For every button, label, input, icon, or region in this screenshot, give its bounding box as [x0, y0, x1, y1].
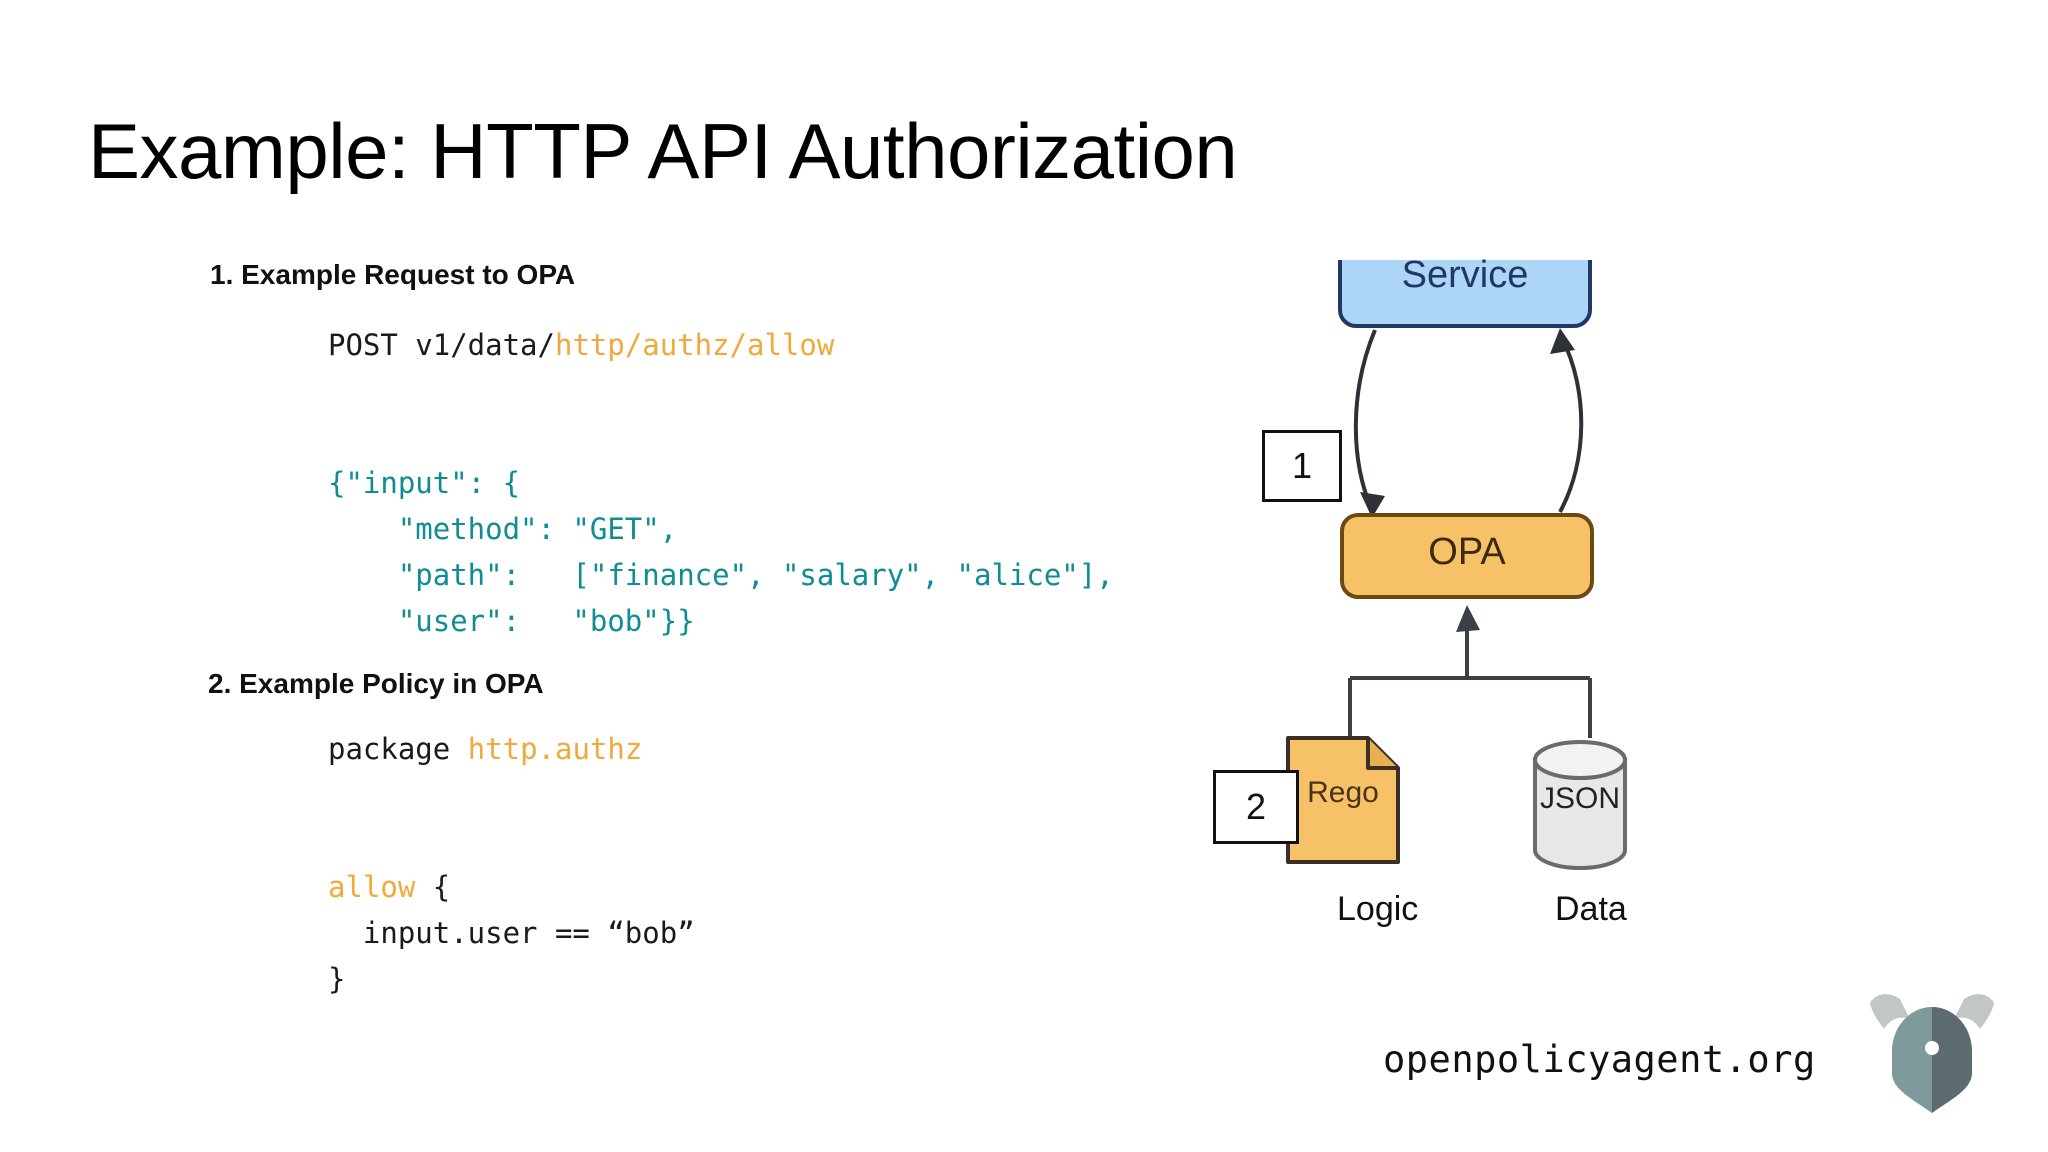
section-heading-request: 1. Example Request to OPA [210, 259, 576, 290]
policy-rule-body: input.user == “bob” [328, 916, 695, 950]
policy-package-name: http.authz [467, 732, 643, 766]
request-body-line-1: {"input": { [328, 466, 521, 500]
logo-center-dot [1925, 1041, 1939, 1055]
architecture-diagram: Service OPA Rego JSON [1190, 254, 1810, 940]
code-block-policy: package http.authz allow { input.user ==… [328, 726, 695, 1002]
policy-rule-open-brace: { [415, 870, 451, 904]
request-method-and-base-path: POST v1/data/ [328, 328, 555, 362]
arrow-service-to-opa [1353, 329, 1385, 518]
callout-badge-2: 2 [1213, 770, 1299, 844]
request-body-line-3: "path": ["finance", "salary", "alice"], [328, 558, 1114, 592]
json-database-icon [1533, 740, 1627, 870]
logo-helmet-left [1892, 1007, 1932, 1113]
policy-package-keyword: package [328, 732, 468, 766]
footer-url: openpolicyagent.org [1383, 1038, 1816, 1081]
logo-helmet-right [1932, 1007, 1972, 1113]
diagram-label-opa: OPA [1428, 531, 1506, 573]
opa-logo [1862, 985, 2002, 1115]
caption-logic: Logic [1337, 890, 1419, 928]
page-title: Example: HTTP API Authorization [88, 107, 1238, 195]
request-policy-path: http/authz/allow [554, 328, 835, 362]
arrow-opa-to-service [1550, 328, 1584, 513]
section-heading-policy: 2. Example Policy in OPA [208, 668, 544, 699]
code-spacer [328, 368, 1114, 414]
request-body-line-2: "method": "GET", [328, 512, 678, 546]
code-spacer [328, 772, 695, 818]
logo-horn-right [1954, 994, 1994, 1029]
callout-badge-1: 1 [1262, 430, 1342, 502]
connector-opa-to-sources [1348, 605, 1592, 740]
policy-rule-close-brace: } [328, 962, 346, 996]
diagram-label-json: JSON [1539, 782, 1620, 815]
policy-rule-keyword: allow [328, 870, 416, 904]
caption-data: Data [1555, 890, 1627, 928]
diagram-label-rego: Rego [1307, 776, 1379, 809]
code-block-request: POST v1/data/http/authz/allow {"input": … [328, 322, 1114, 644]
diagram-node-opa [1340, 513, 1594, 599]
rego-document-icon [1286, 736, 1400, 864]
diagram-label-service: Service [1401, 254, 1529, 296]
request-body-line-4: "user": "bob"}} [328, 604, 695, 638]
logo-horn-left [1870, 994, 1910, 1029]
diagram-node-service [1338, 260, 1592, 328]
